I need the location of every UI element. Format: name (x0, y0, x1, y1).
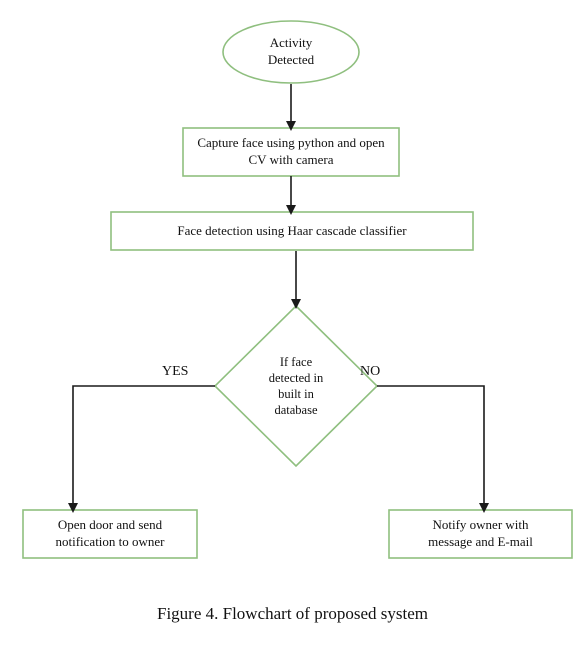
notify-node-shape (388, 509, 573, 559)
decision-node-shape (213, 304, 379, 468)
edge-no-to-notify (377, 385, 489, 513)
open-door-node-shape (22, 509, 198, 559)
figure-caption: Figure 4. Flowchart of proposed system (156, 604, 429, 623)
edge-yes-to-open-door (68, 385, 215, 513)
capture-node-shape (182, 127, 400, 177)
notify-node-text: Notify owner with message and E-mail (428, 517, 533, 549)
detect-node-text: Face detection using Haar cascade classi… (177, 222, 407, 238)
start-node-shape (222, 20, 360, 84)
capture-node-text: Capture face using python and open CV wi… (197, 135, 385, 167)
start-node-text: Activity Detected (267, 35, 315, 67)
decision-node-text: If face detected in built in database (268, 355, 324, 417)
yes-label: YES (162, 364, 189, 379)
no-label: NO (360, 364, 381, 379)
open-door-node-text: Open door and send notification to owner (55, 517, 165, 549)
